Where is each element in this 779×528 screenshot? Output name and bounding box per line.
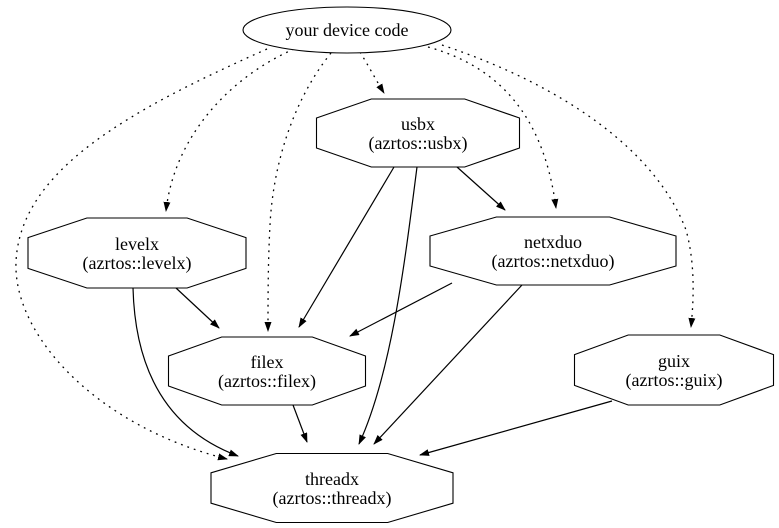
- node-sublabel: (azrtos::guix): [626, 370, 723, 391]
- node-label: threadx: [305, 469, 359, 489]
- edge-usbx-to-netxduo: [456, 166, 506, 211]
- ellipse-shape: [242, 6, 452, 54]
- edge-guix-to-threadx: [419, 400, 613, 456]
- edge-device_code-to-netxduo: [427, 46, 559, 209]
- edge-levelx-to-filex: [175, 287, 220, 329]
- node-sublabel: (azrtos::threadx): [273, 488, 392, 509]
- nodes-layer: your device codeusbx(azrtos::usbx)levelx…: [27, 6, 775, 524]
- node-netxduo: netxduo(azrtos::netxduo): [429, 216, 677, 286]
- octagon-shape: [315, 98, 521, 168]
- edge-usbx-to-threadx: [358, 166, 418, 445]
- edge-device_code-to-usbx: [359, 51, 385, 94]
- node-guix: guix(azrtos::guix): [573, 334, 775, 406]
- edge-device_code-to-threadx: [15, 48, 268, 461]
- node-sublabel: (azrtos::filex): [218, 371, 316, 392]
- node-label: filex: [251, 352, 284, 372]
- octagon-shape: [573, 334, 775, 406]
- octagon-shape: [167, 336, 367, 406]
- edge-levelx-to-threadx: [132, 287, 239, 457]
- edges-layer: [15, 44, 696, 461]
- octagon-shape: [27, 217, 247, 289]
- node-label: your device code: [286, 20, 409, 40]
- octagon-shape: [429, 216, 677, 286]
- node-label: levelx: [115, 234, 159, 254]
- node-usbx: usbx(azrtos::usbx): [315, 98, 521, 168]
- node-sublabel: (azrtos::levelx): [83, 253, 192, 274]
- node-levelx: levelx(azrtos::levelx): [27, 217, 247, 289]
- node-sublabel: (azrtos::netxduo): [492, 251, 615, 272]
- node-label: netxduo: [524, 232, 582, 252]
- node-sublabel: (azrtos::usbx): [369, 133, 468, 154]
- node-label: guix: [658, 351, 690, 371]
- edge-usbx-to-filex: [298, 166, 395, 328]
- node-label: usbx: [401, 114, 435, 134]
- edge-device_code-to-levelx: [163, 48, 295, 212]
- edge-filex-to-threadx: [292, 404, 308, 443]
- octagon-shape: [210, 452, 454, 524]
- node-threadx: threadx(azrtos::threadx): [210, 452, 454, 524]
- node-filex: filex(azrtos::filex): [167, 336, 367, 406]
- edge-netxduo-to-filex: [349, 282, 453, 337]
- edge-netxduo-to-threadx: [373, 284, 523, 445]
- node-device_code: your device code: [242, 6, 452, 54]
